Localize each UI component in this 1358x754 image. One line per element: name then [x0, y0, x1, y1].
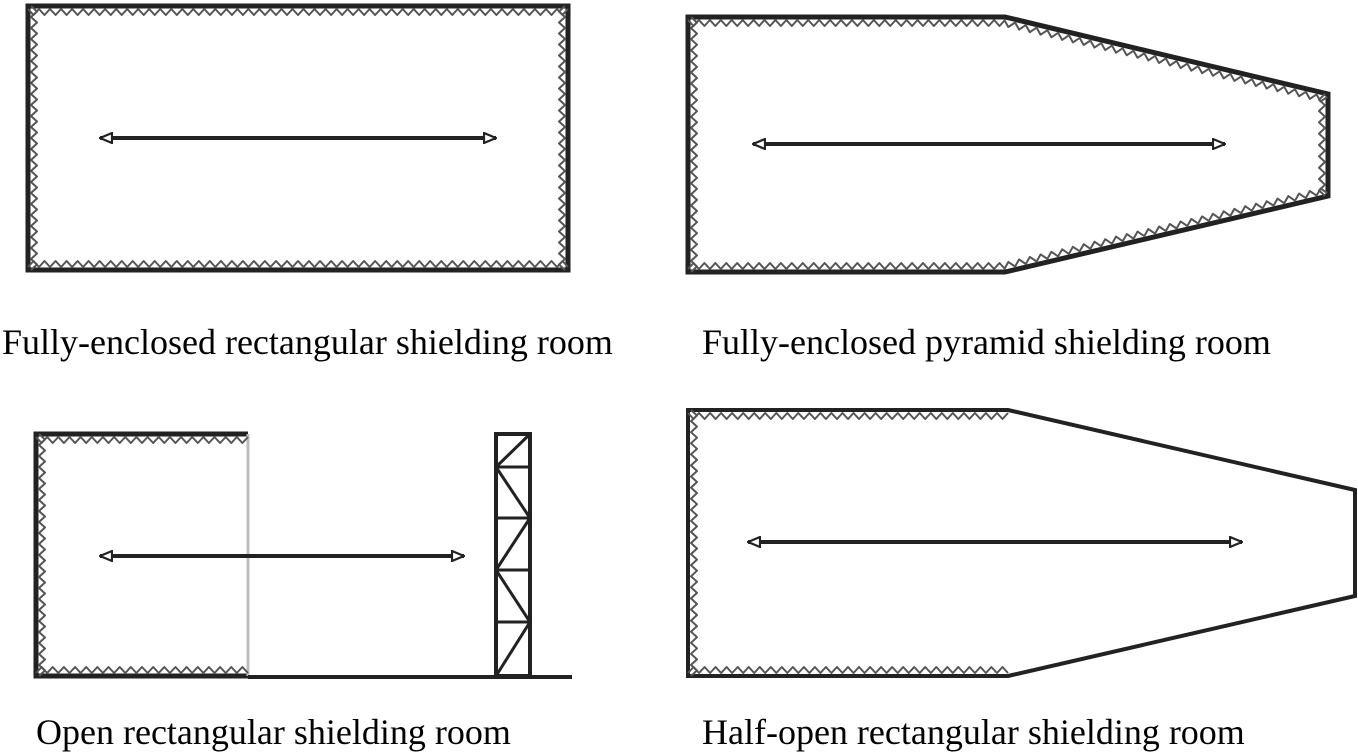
absorber-zigzag [35, 666, 249, 674]
absorber-zigzag [30, 5, 38, 271]
half-open-room-diagram [686, 408, 1357, 678]
absorber-zigzag [687, 262, 1006, 270]
absorber-lining [27, 5, 569, 271]
absorber-zigzag [687, 412, 1009, 420]
pyramid-room-diagram [685, 14, 1331, 275]
absorber-zigzag [1318, 93, 1326, 197]
caption-fully-enclosed-rectangular: Fully-enclosed rectangular shielding roo… [2, 322, 613, 362]
open-room-diagram [33, 431, 572, 679]
absorber-zigzag [690, 409, 698, 677]
absorber-zigzag [35, 436, 249, 444]
absorber-zigzag [690, 16, 698, 273]
absorber-lining [687, 16, 1328, 273]
caption-half-open-rectangular: Half-open rectangular shielding room [702, 712, 1245, 752]
absorber-zigzag [687, 666, 1009, 674]
room-outline [685, 14, 1331, 275]
absorber-lining [35, 433, 249, 677]
room-outline [33, 431, 248, 679]
rectangular-room-diagram [25, 3, 571, 273]
absorber-zigzag [27, 8, 569, 16]
absorber-zigzag [1003, 187, 1328, 270]
absorber-lining [687, 409, 1009, 677]
caption-open-rectangular: Open rectangular shielding room [36, 712, 511, 752]
room-outline [25, 3, 571, 273]
absorber-zigzag [1003, 19, 1328, 103]
absorber-zigzag [687, 19, 1006, 27]
absorber-zigzag [558, 5, 566, 271]
antenna-tower [494, 432, 532, 678]
absorber-zigzag [27, 260, 569, 268]
room-outline [686, 408, 1357, 678]
absorber-zigzag [38, 433, 46, 677]
caption-fully-enclosed-pyramid: Fully-enclosed pyramid shielding room [702, 322, 1271, 362]
